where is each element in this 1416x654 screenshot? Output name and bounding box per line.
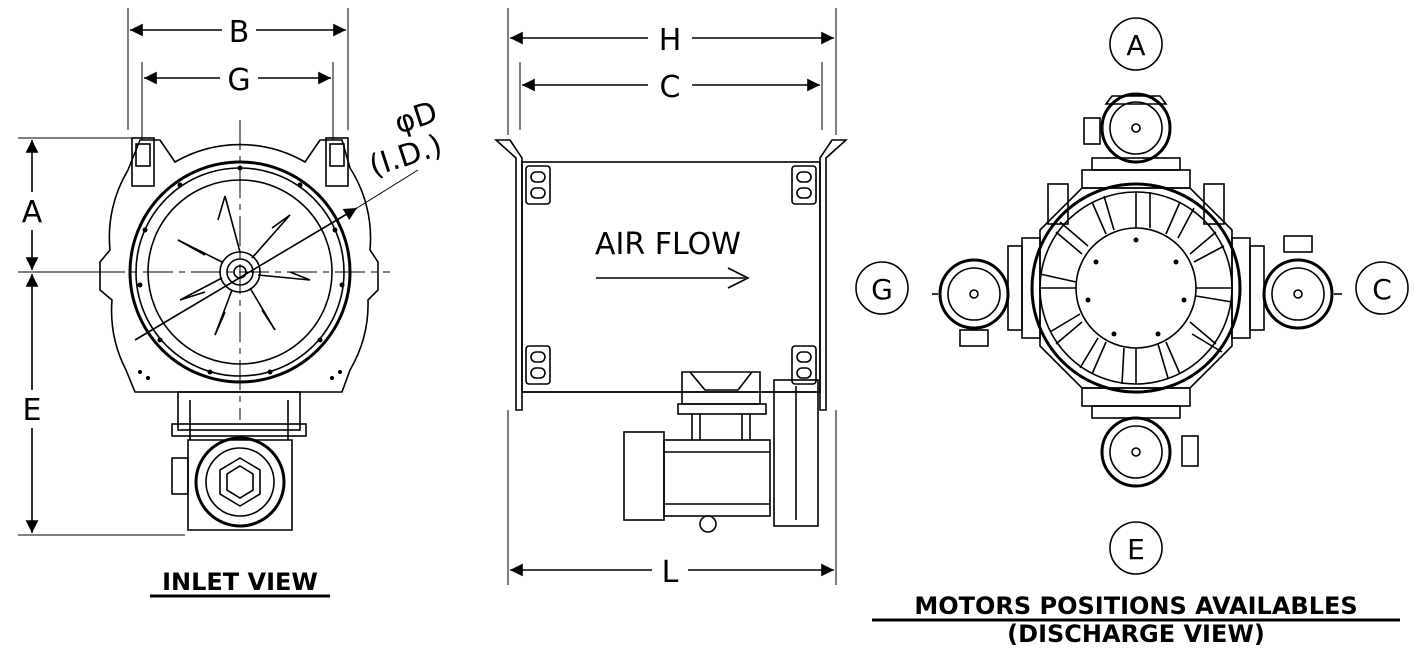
side-view: H C AIR FLOW: [493, 8, 849, 590]
discharge-view-subtitle: (DISCHARGE VIEW): [1007, 620, 1265, 648]
inlet-view-title: INLET VIEW: [162, 568, 318, 596]
position-label-g: G: [871, 273, 893, 306]
dim-label-b: B: [229, 15, 250, 50]
inlet-view: B G A E: [18, 8, 447, 598]
discharge-view: A C E G: [855, 17, 1409, 648]
dim-label-g: G: [227, 63, 250, 98]
dim-label-a: A: [22, 195, 43, 230]
dim-label-h: H: [659, 23, 682, 58]
position-label-a: A: [1126, 29, 1145, 62]
air-flow-label: AIR FLOW: [595, 227, 741, 262]
dim-label-l: L: [662, 555, 679, 590]
dim-label-e: E: [23, 393, 42, 428]
discharge-view-title: MOTORS POSITIONS AVAILABLES: [914, 592, 1357, 620]
position-label-c: C: [1372, 273, 1392, 306]
dim-label-c: C: [660, 70, 681, 105]
position-label-e: E: [1127, 533, 1145, 566]
